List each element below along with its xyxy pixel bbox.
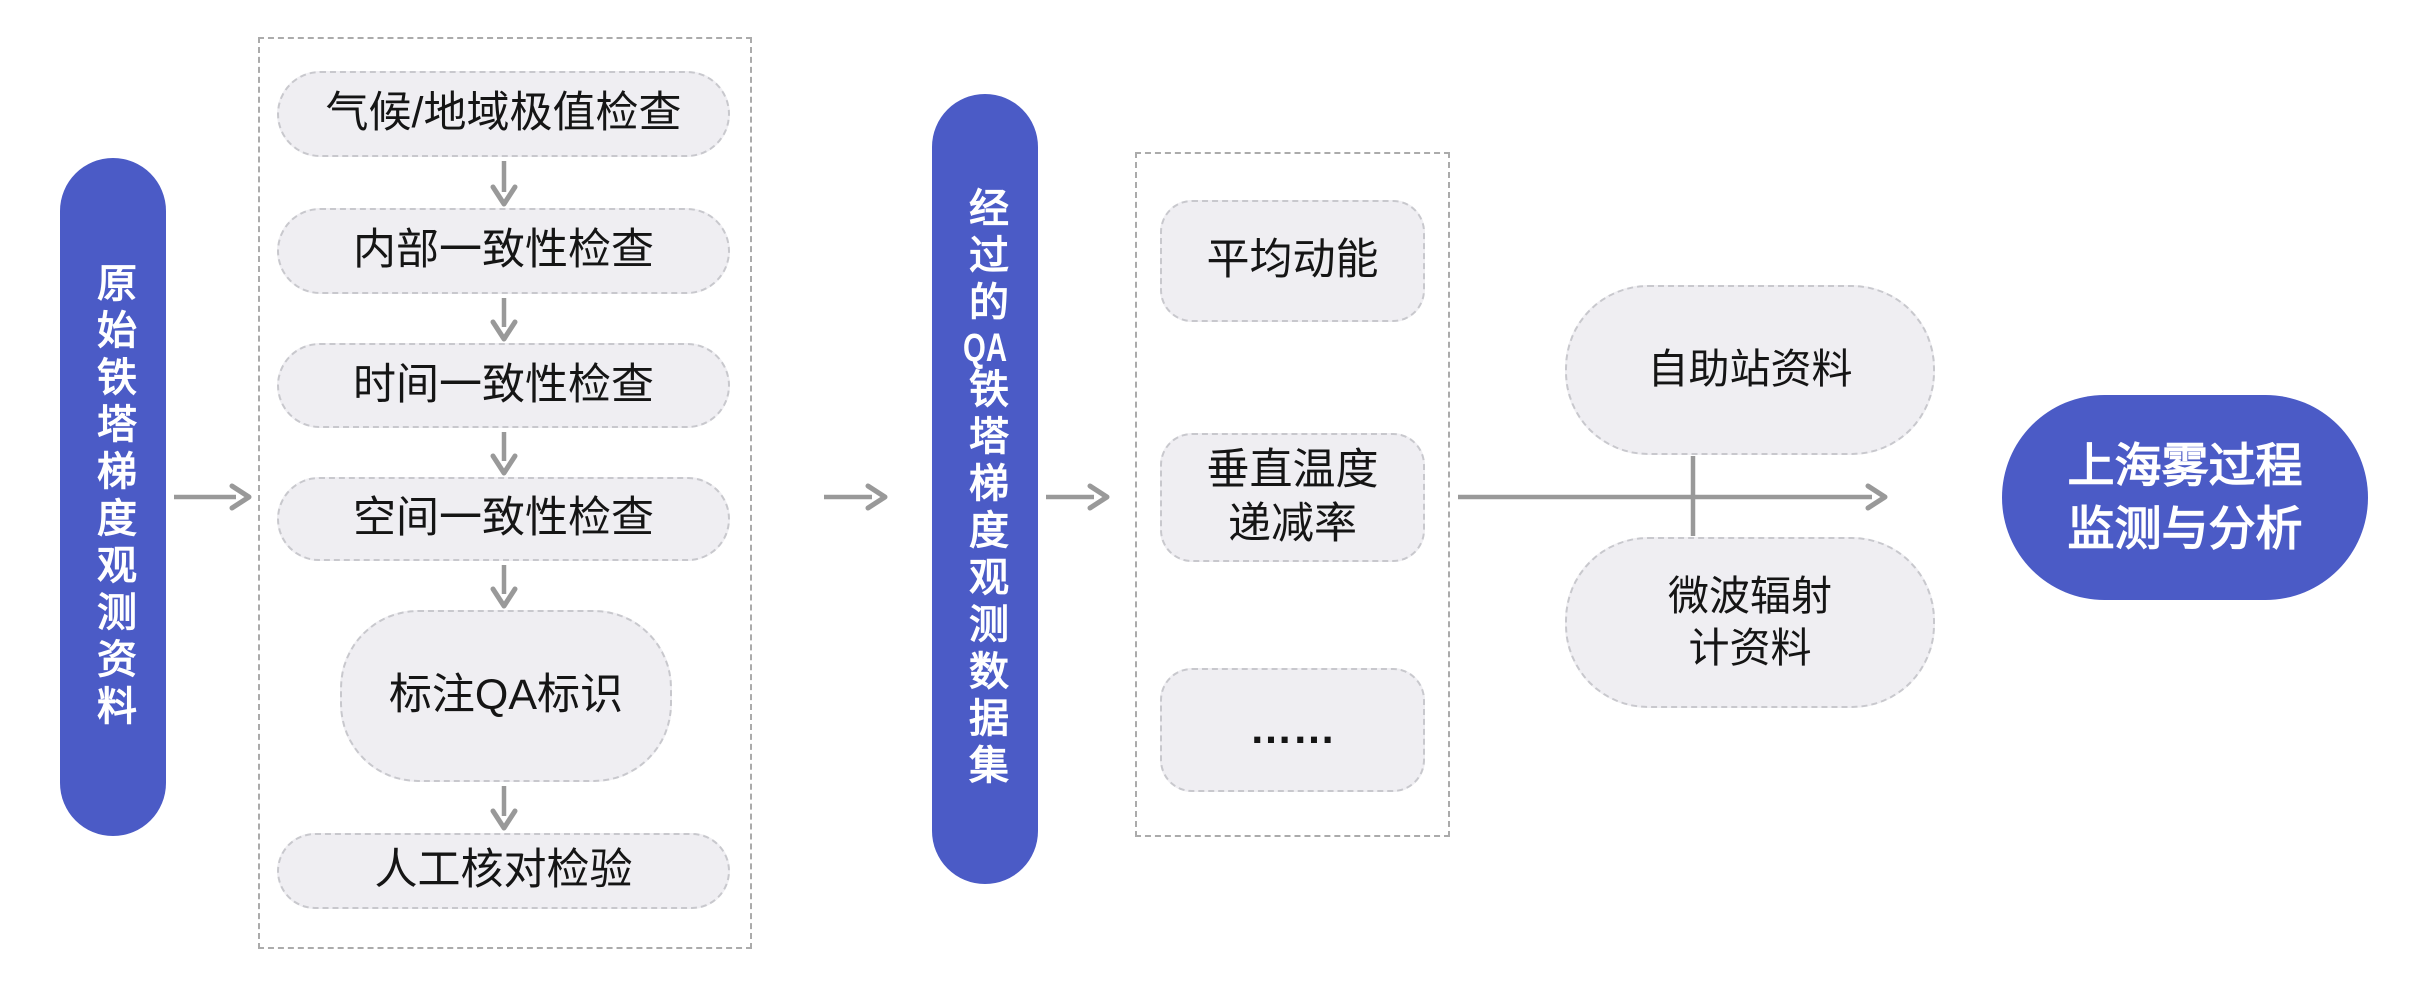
product-label: 平均动能 <box>1206 236 1379 285</box>
arrow-source-to-qc <box>174 483 252 511</box>
qc-step-manual-verification: 人工核对检验 <box>277 833 730 909</box>
qc-pipeline-group <box>258 37 752 949</box>
qc-step-label: 时间一致性检查 <box>353 360 654 409</box>
output-label: 上海雾过程 监测与分析 <box>2067 439 2303 555</box>
aux-aws-station-data: 自助站资料 <box>1565 285 1935 455</box>
product-label: 垂直温度 递减率 <box>1206 445 1379 548</box>
source-data-pill: 原始铁塔梯度观测资料 <box>60 158 166 836</box>
aux-microwave-radiometer-data: 微波辐射 计资料 <box>1565 537 1935 708</box>
qc-step-internal-consistency: 内部一致性检查 <box>277 208 730 294</box>
source-data-label: 原始铁塔梯度观测资料 <box>91 262 135 732</box>
arrow-dataset-to-products <box>1046 483 1110 511</box>
product-ellipsis: …… <box>1160 668 1425 792</box>
product-label: …… <box>1249 705 1336 754</box>
qc-step-spatial-consistency: 空间一致性检查 <box>277 477 730 561</box>
arrow-products-to-output <box>1458 483 1888 511</box>
qa-dataset-pill: 经过的QA铁塔梯度观测数据集 <box>932 94 1038 884</box>
qc-step-climate-extreme-check: 气候/地域极值检查 <box>277 71 730 157</box>
product-mean-kinetic-energy: 平均动能 <box>1160 200 1425 322</box>
aux-label: 自助站资料 <box>1647 346 1853 393</box>
derived-products-group <box>1135 152 1450 837</box>
qc-step-label: 空间一致性检查 <box>353 494 654 543</box>
arrow-qc-to-dataset <box>824 483 888 511</box>
qc-step-qa-flagging: 标注QA标识 <box>340 610 672 782</box>
qc-step-label: 标注QA标识 <box>388 671 624 720</box>
qc-step-temporal-consistency: 时间一致性检查 <box>277 343 730 428</box>
qc-step-label: 人工核对检验 <box>374 846 633 895</box>
aux-label: 微波辐射 计资料 <box>1668 573 1832 671</box>
qc-step-label: 内部一致性检查 <box>353 226 654 275</box>
qa-dataset-label: 经过的QA铁塔梯度观测数据集 <box>963 187 1007 791</box>
output-fog-monitoring-box: 上海雾过程 监测与分析 <box>2002 395 2368 600</box>
qc-step-label: 气候/地域极值检查 <box>325 89 682 138</box>
product-vertical-lapse-rate: 垂直温度 递减率 <box>1160 433 1425 562</box>
